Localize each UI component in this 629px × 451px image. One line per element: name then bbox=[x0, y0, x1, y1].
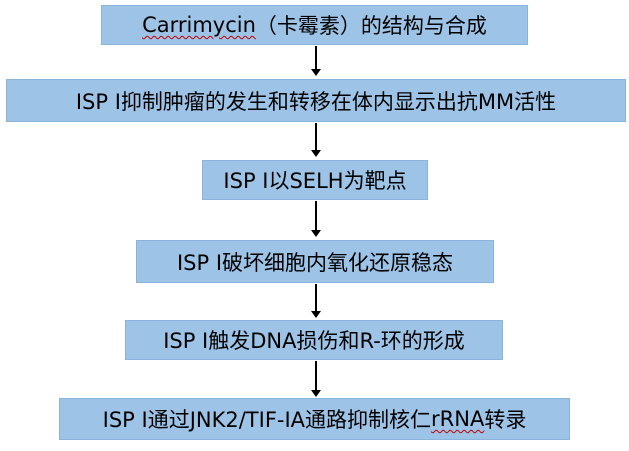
arrow-4-to-5 bbox=[310, 284, 322, 318]
flow-step-5: ISP I触发DNA损伤和R-环的形成 bbox=[125, 320, 503, 360]
flow-step-4-text: ISP I破坏细胞内氧化还原稳态 bbox=[176, 250, 454, 275]
arrow-3-to-4 bbox=[310, 201, 322, 237]
flow-step-2: ISP I抑制肿瘤的发生和转移在体内显示出抗MM活性 bbox=[6, 79, 626, 122]
flow-step-1-rest: （卡霉素）的结构与合成 bbox=[255, 14, 487, 38]
arrow-2-to-3 bbox=[310, 123, 322, 157]
flow-step-6-rest: 转录 bbox=[484, 408, 527, 432]
flow-step-3-text: ISP I以SELH为靶点 bbox=[223, 169, 407, 193]
flow-step-5-text: ISP I触发DNA损伤和R-环的形成 bbox=[163, 329, 465, 353]
flow-step-3: ISP I以SELH为靶点 bbox=[202, 160, 428, 200]
flow-step-6-lead: ISP I通过JNK2/TIF-IA通路抑制核仁 bbox=[102, 408, 432, 432]
flow-step-6-rrna: rRNA bbox=[431, 407, 485, 431]
flow-step-1: Carrimycin（卡霉素）的结构与合成 bbox=[101, 5, 528, 45]
flow-step-4: ISP I破坏细胞内氧化还原稳态 bbox=[136, 240, 494, 283]
arrow-1-to-2 bbox=[310, 46, 322, 76]
flow-step-2-text: ISP I抑制肿瘤的发生和转移在体内显示出抗MM活性 bbox=[75, 89, 557, 114]
arrow-5-to-6 bbox=[310, 361, 322, 397]
flow-step-1-lead: Carrimycin bbox=[142, 13, 256, 37]
